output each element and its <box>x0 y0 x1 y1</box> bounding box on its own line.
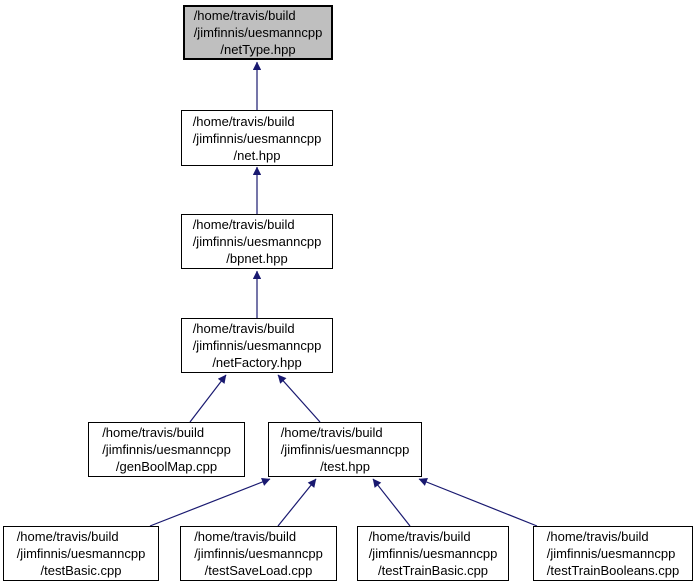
arrow-testtrainbasic-to-test <box>372 478 411 527</box>
node-label-line: /genBoolMap.cpp <box>115 459 218 474</box>
node-bpnet-hpp[interactable]: /home/travis/build /jimfinnis/uesmanncpp… <box>181 214 333 269</box>
node-label-line: /testTrainBooleans.cpp <box>546 563 680 578</box>
node-label-line: /home/travis/build <box>16 529 119 544</box>
node-label-line: /home/travis/build <box>102 425 205 440</box>
node-label-line: /home/travis/build <box>280 425 383 440</box>
node-label: /home/travis/build /jimfinnis/uesmanncpp… <box>369 528 498 579</box>
node-label-line: /testTrainBasic.cpp <box>377 563 489 578</box>
node-label-line: /jimfinnis/uesmanncpp <box>192 130 322 146</box>
node-label: /home/travis/build /jimfinnis/uesmanncpp… <box>193 216 322 267</box>
node-label-line: /jimfinnis/uesmanncpp <box>102 442 231 457</box>
node-nettype-hpp: /home/travis/build /jimfinnis/uesmanncpp… <box>183 5 333 60</box>
node-test-hpp[interactable]: /home/travis/build /jimfinnis/uesmanncpp… <box>268 422 422 477</box>
arrow-testtrainbooleans-to-test <box>418 478 538 527</box>
arrow-genboolmap-to-netfactory <box>189 374 227 423</box>
node-label: /home/travis/build /jimfinnis/uesmanncpp… <box>193 320 322 371</box>
node-genboolmap-cpp[interactable]: /home/travis/build /jimfinnis/uesmanncpp… <box>88 422 245 477</box>
node-label-line: /jimfinnis/uesmanncpp <box>192 338 322 353</box>
node-label-line: /home/travis/build <box>192 217 295 232</box>
node-testtrainbasic-cpp[interactable]: /home/travis/build /jimfinnis/uesmanncpp… <box>357 526 509 581</box>
node-label: /home/travis/build /jimfinnis/uesmanncpp… <box>17 528 146 579</box>
node-label-line: /testBasic.cpp <box>40 563 122 578</box>
node-testtrainbooleans-cpp[interactable]: /home/travis/build /jimfinnis/uesmanncpp… <box>533 526 693 581</box>
node-label: /home/travis/build /jimfinnis/uesmanncpp… <box>194 528 323 579</box>
node-label: /home/travis/build /jimfinnis/uesmanncpp… <box>193 113 322 164</box>
node-testsaveload-cpp[interactable]: /home/travis/build /jimfinnis/uesmanncpp… <box>180 526 337 581</box>
node-label: /home/travis/build /jimfinnis/uesmanncpp… <box>547 528 679 579</box>
node-label-line: /jimfinnis/uesmanncpp <box>280 442 410 457</box>
node-label-line: /netType.hpp <box>220 42 296 57</box>
node-label-line: /home/travis/build <box>192 113 295 129</box>
node-label-line: /jimfinnis/uesmanncpp <box>16 546 146 561</box>
node-label-line: /test.hpp <box>320 459 370 474</box>
node-label-line: /jimfinnis/uesmanncpp <box>193 25 323 40</box>
arrow-testsaveload-to-test <box>277 478 317 527</box>
node-label: /home/travis/build /jimfinnis/uesmanncpp… <box>194 7 323 58</box>
node-label-line: /jimfinnis/uesmanncpp <box>194 546 323 561</box>
node-label-line: /home/travis/build <box>193 8 296 23</box>
node-label-line: /home/travis/build <box>368 529 471 544</box>
node-label: /home/travis/build /jimfinnis/uesmanncpp… <box>102 424 231 475</box>
node-label-line: /home/travis/build <box>194 529 297 544</box>
node-label-line: /home/travis/build <box>546 529 649 544</box>
node-netfactory-hpp[interactable]: /home/travis/build /jimfinnis/uesmanncpp… <box>181 318 333 373</box>
node-label: /home/travis/build /jimfinnis/uesmanncpp… <box>281 424 410 475</box>
node-label-line: /jimfinnis/uesmanncpp <box>368 546 498 561</box>
node-label-line: /testSaveLoad.cpp <box>204 563 313 578</box>
arrow-test-to-netfactory <box>277 374 321 423</box>
node-label-line: /jimfinnis/uesmanncpp <box>192 234 322 249</box>
node-testbasic-cpp[interactable]: /home/travis/build /jimfinnis/uesmanncpp… <box>3 526 159 581</box>
node-net-hpp[interactable]: /home/travis/build /jimfinnis/uesmanncpp… <box>181 110 333 166</box>
arrow-testbasic-to-test <box>149 477 271 527</box>
node-label-line: /bpnet.hpp <box>226 251 288 266</box>
node-label-line: /home/travis/build <box>192 321 295 336</box>
node-label-line: /jimfinnis/uesmanncpp <box>546 546 676 561</box>
node-label-line: /netFactory.hpp <box>212 355 302 370</box>
node-label-line: /net.hpp <box>233 147 281 163</box>
